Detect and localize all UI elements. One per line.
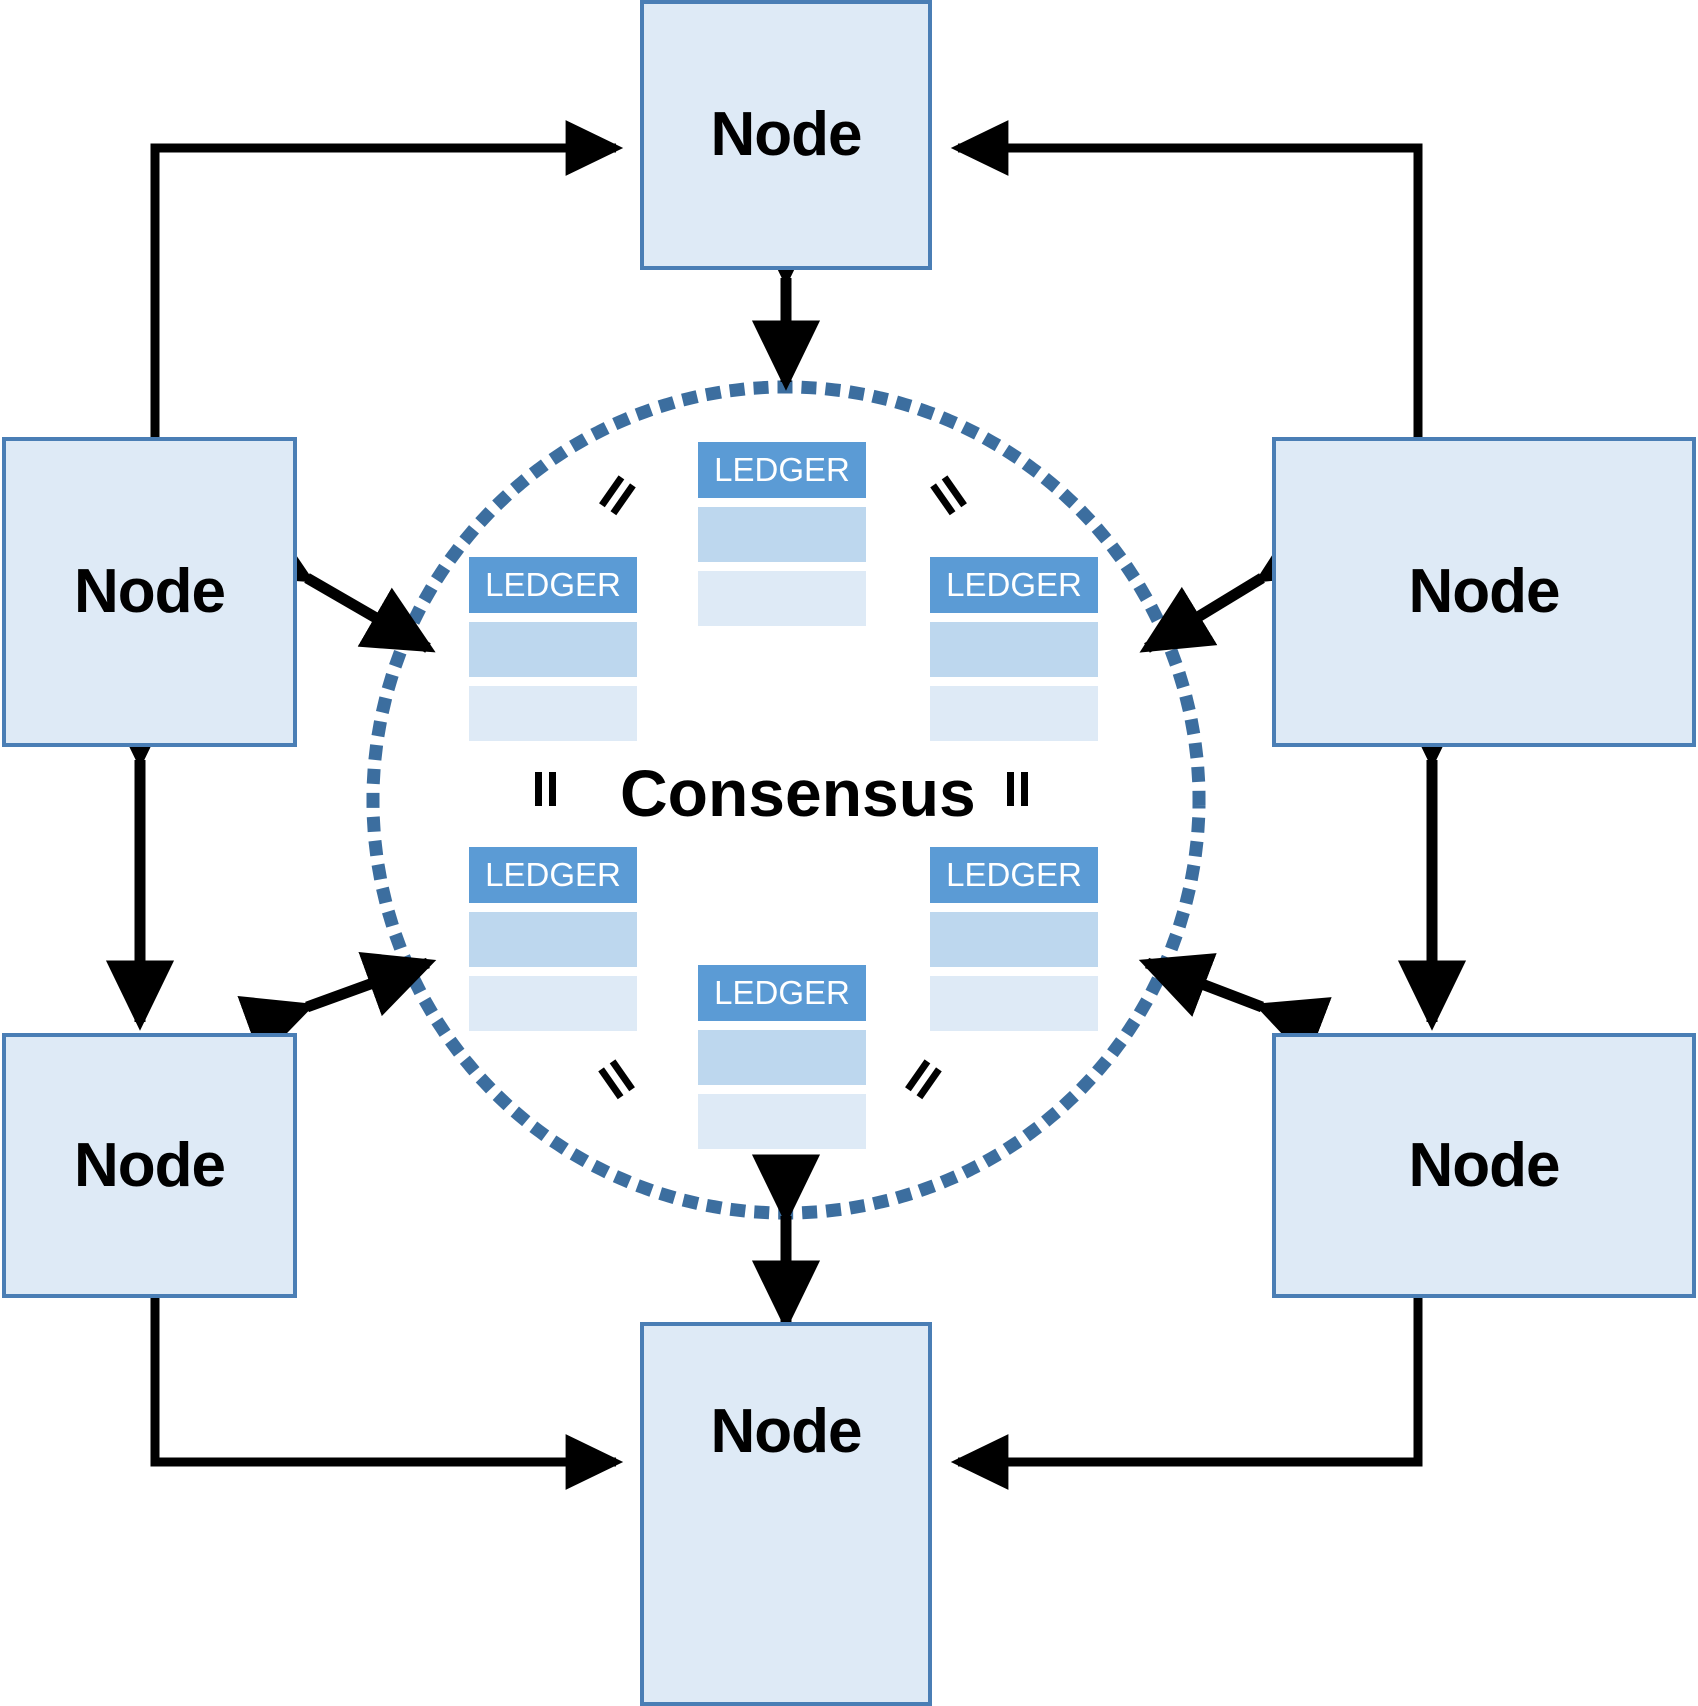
- connector-right-upper-consensus: [1139, 516, 1333, 653]
- node-top-label: Node: [710, 100, 863, 169]
- node-bottom[interactable]: Node: [640, 1322, 932, 1706]
- ledger-upper-left-row-2: [469, 686, 637, 741]
- ledger-lower-left[interactable]: LEDGER: [469, 847, 637, 1031]
- node-left-lower-label: Node: [74, 1130, 226, 1200]
- ledger-lower-right-row-2: [930, 976, 1098, 1031]
- equals-icon-middle-left: [528, 772, 562, 806]
- ledger-upper-left[interactable]: LEDGER: [469, 557, 637, 741]
- ledger-lower-left-header: LEDGER: [469, 847, 637, 903]
- node-left-lower[interactable]: Node: [2, 1033, 297, 1298]
- ledger-upper-right[interactable]: LEDGER: [930, 557, 1098, 741]
- ledger-bottom-row-2: [698, 1094, 866, 1149]
- node-right-lower[interactable]: Node: [1272, 1033, 1696, 1298]
- node-top[interactable]: Node: [640, 0, 932, 270]
- ledger-upper-right-header: LEDGER: [930, 557, 1098, 613]
- node-right-upper[interactable]: Node: [1272, 437, 1696, 747]
- connector-left-lower-consensus: [237, 952, 437, 1061]
- ledger-top-row-2: [698, 571, 866, 626]
- node-left-upper[interactable]: Node: [2, 437, 297, 747]
- connector-left-upper-consensus: [236, 517, 436, 653]
- connector-left-to-top: [127, 120, 624, 488]
- node-left-upper-label: Node: [74, 557, 226, 626]
- ledger-bottom-row-1: [698, 1030, 866, 1085]
- node-bottom-label: Node: [710, 1397, 863, 1466]
- ledger-lower-right-header: LEDGER: [930, 847, 1098, 903]
- ledger-lower-left-row-1: [469, 912, 637, 967]
- ledger-top-header: LEDGER: [698, 442, 866, 498]
- ledger-upper-right-row-2: [930, 686, 1098, 741]
- node-right-lower-label: Node: [1408, 1130, 1561, 1200]
- ledger-bottom[interactable]: LEDGER: [698, 965, 866, 1149]
- ledger-bottom-header: LEDGER: [698, 965, 866, 1021]
- ledger-lower-right[interactable]: LEDGER: [930, 847, 1098, 1031]
- ledger-upper-right-row-1: [930, 622, 1098, 677]
- ledger-lower-left-row-2: [469, 976, 637, 1031]
- ledger-upper-left-header: LEDGER: [469, 557, 637, 613]
- connector-right-lower-consensus: [1138, 953, 1332, 1061]
- node-right-upper-label: Node: [1408, 557, 1561, 626]
- connector-right-to-top: [950, 120, 1446, 488]
- consensus-label: Consensus: [620, 756, 976, 830]
- equals-icon-middle-right: [1000, 772, 1034, 806]
- ledger-lower-right-row-1: [930, 912, 1098, 967]
- ledger-top-row-1: [698, 507, 866, 562]
- ledger-top[interactable]: LEDGER: [698, 442, 866, 626]
- ledger-upper-left-row-1: [469, 622, 637, 677]
